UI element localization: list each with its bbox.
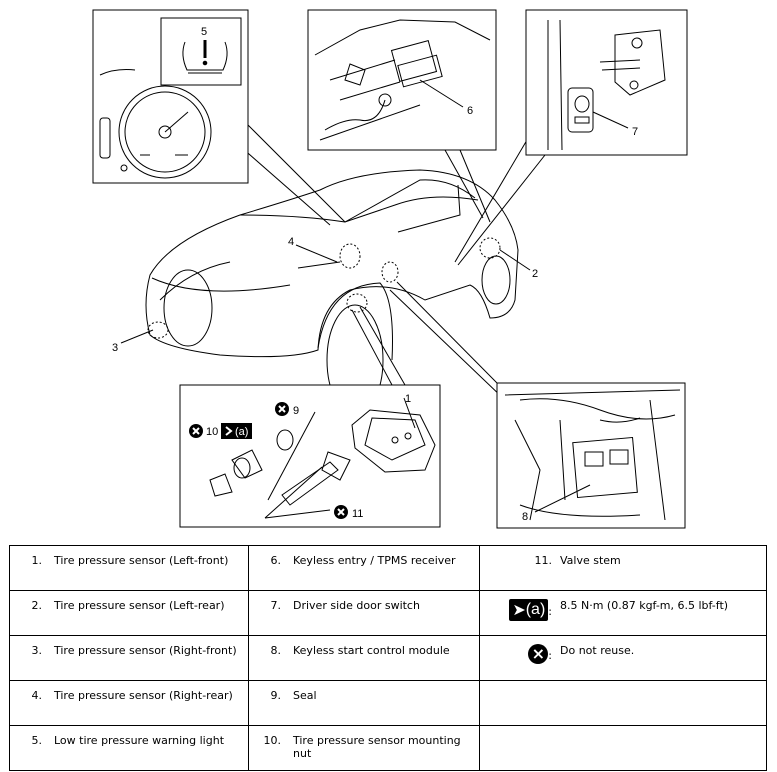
legend-text: Valve stem — [560, 554, 621, 567]
torque-icon: ➤(a) — [509, 599, 549, 621]
legend-text: Tire pressure sensor (Left-rear) — [54, 599, 225, 612]
legend-number: 11. — [534, 554, 553, 567]
callout-6: 6 — [467, 105, 473, 117]
legend-text: Tire pressure sensor mounting nut — [293, 734, 461, 760]
keyless-module-inset — [496, 382, 686, 529]
legend-row: 3. Tire pressure sensor (Right-front) 8. K… — [9, 635, 767, 681]
do-not-reuse-crosses — [192, 405, 345, 516]
callout-11: 11 — [352, 508, 363, 520]
legend-number: 10. — [263, 734, 282, 747]
legend-text: Keyless start control module — [293, 644, 450, 657]
legend-row: 4. Tire pressure sensor (Right-rear) 9. Se… — [9, 680, 767, 726]
callout-1: 1 — [405, 393, 411, 405]
legend-number: 5. — [31, 734, 43, 747]
legend-row: 5. Low tire pressure warning light 10. Tir… — [9, 725, 767, 771]
leader-lines — [232, 109, 546, 401]
callout-10: 10 — [206, 426, 218, 438]
legend-text: Driver side door switch — [293, 599, 420, 612]
callout-4: 4 — [288, 236, 294, 248]
legend-number: 6. — [270, 554, 282, 567]
callout-8: 8 — [522, 511, 528, 523]
sensor-parts-inset — [179, 384, 441, 528]
legend-text: Seal — [293, 689, 317, 702]
sensor-zones — [147, 237, 501, 339]
torque-icon: (a) — [221, 423, 252, 439]
legend-number: 4. — [31, 689, 43, 702]
legend-text: Tire pressure sensor (Right-rear) — [54, 689, 233, 702]
legend-number: 2. — [31, 599, 43, 612]
callout-3: 3 — [112, 342, 118, 354]
svg-text:(a): (a) — [235, 426, 248, 438]
legend-text: Low tire pressure warning light — [54, 734, 225, 747]
callout-9: 9 — [293, 405, 299, 417]
tpms-component-diagram: (a) 1 2 3 4 5 6 7 8 9 10 11 — [92, 9, 688, 529]
legend-number: 3. — [31, 644, 43, 657]
door-switch-inset — [525, 9, 688, 156]
low-tire-pressure-warning-icon — [182, 40, 228, 74]
callout-2: 2 — [532, 268, 538, 280]
callout-7: 7 — [632, 126, 638, 138]
legend-text: Do not reuse. — [560, 644, 635, 657]
legend-number: 7. — [270, 599, 282, 612]
callout-leaders — [120, 244, 531, 344]
legend-text: Keyless entry / TPMS receiver — [293, 554, 456, 567]
legend-number: 9. — [270, 689, 282, 702]
instrument-cluster-inset — [92, 9, 249, 184]
legend-row: 2. Tire pressure sensor (Left-rear) 7. Dri… — [9, 590, 767, 636]
legend-row: 1. Tire pressure sensor (Left-front) 6. Ke… — [9, 545, 767, 591]
legend-text: Tire pressure sensor (Right-front) — [54, 644, 237, 657]
do-not-reuse-icon: × — [528, 644, 549, 664]
callout-5: 5 — [201, 26, 207, 38]
legend-table: 1. Tire pressure sensor (Left-front) 6. Ke… — [9, 545, 767, 771]
legend-text: 8.5 N·m (0.87 kgf-m, 6.5 lbf-ft) — [560, 599, 729, 612]
legend-text: Tire pressure sensor (Left-front) — [54, 554, 229, 567]
legend-number: 1. — [31, 554, 43, 567]
legend-number: 8. — [270, 644, 282, 657]
car-body — [145, 169, 519, 416]
receiver-inset — [307, 9, 497, 151]
